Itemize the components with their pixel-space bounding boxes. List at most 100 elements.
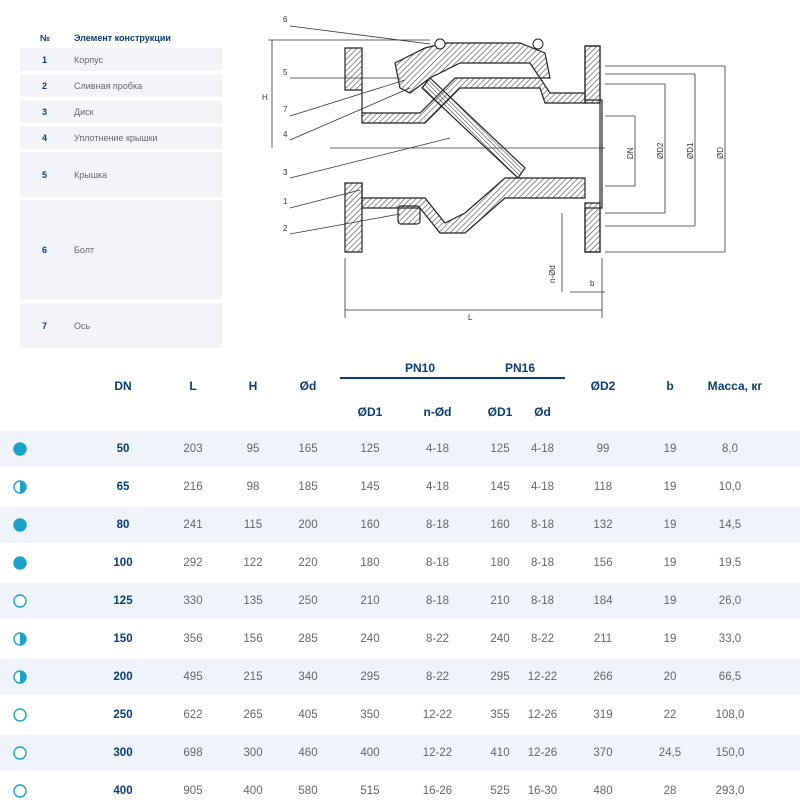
- cell-dn: 200: [113, 671, 133, 683]
- left-flange: [344, 47, 363, 91]
- legend-item-name: Диск: [74, 106, 94, 117]
- cell-h: 122: [243, 557, 263, 569]
- legend-item: 3 Диск: [20, 100, 222, 123]
- cell-mass: 293,0: [715, 785, 745, 797]
- cell-nd_10: 8-18: [425, 519, 450, 531]
- cell-l: 495: [183, 671, 203, 683]
- cell-b: 28: [663, 785, 677, 797]
- cell-h: 265: [243, 709, 263, 721]
- legend-item: 7 Ось: [20, 303, 222, 348]
- availability-empty-icon: [13, 784, 27, 798]
- cell-nd_10: 12-22: [422, 747, 453, 759]
- cell-d_16: 8-18: [530, 595, 555, 607]
- cell-b: 22: [663, 709, 677, 721]
- cell-d_16: 4-18: [530, 481, 555, 493]
- cell-nd_10: 4-18: [425, 481, 450, 493]
- legend-item-num: 1: [42, 54, 48, 65]
- legend-item-name: Ось: [74, 320, 91, 331]
- legend-item-name: Корпус: [74, 54, 104, 65]
- callout-6: 6: [283, 15, 288, 24]
- legend-item-num: 3: [42, 106, 48, 117]
- dim-d1: ØD1: [686, 142, 695, 159]
- pn16-group-label: PN16: [504, 361, 536, 375]
- availability-full-icon: [13, 556, 27, 570]
- cell-od: 405: [298, 709, 318, 721]
- col-mass: Масса, кг: [707, 379, 763, 393]
- legend-item-name: Уплотнение крышки: [74, 132, 158, 143]
- cell-dn: 80: [116, 519, 130, 531]
- cell-dn: 150: [113, 633, 133, 645]
- cell-d_16: 8-18: [530, 557, 555, 569]
- dim-dn: DN: [626, 147, 635, 159]
- cell-nd_10: 4-18: [425, 443, 450, 455]
- cell-od: 220: [298, 557, 318, 569]
- cell-d2: 480: [593, 785, 613, 797]
- cell-b: 19: [663, 557, 677, 569]
- cell-nd_10: 8-22: [425, 671, 450, 683]
- spec-table: PN10 PN16 DN L H Ød ØD2 b Масса, кг ØD1 …: [0, 355, 800, 811]
- cell-mass: 14,5: [718, 519, 742, 531]
- cell-d1_10: 160: [360, 519, 380, 531]
- cell-d1_16: 410: [490, 747, 510, 759]
- cell-d1_16: 180: [490, 557, 510, 569]
- cell-dn: 125: [113, 595, 133, 607]
- cell-od: 580: [298, 785, 318, 797]
- callout-7: 7: [283, 105, 288, 114]
- col-h: H: [248, 379, 258, 393]
- cell-d2: 99: [596, 443, 610, 455]
- cell-d_16: 12-26: [527, 747, 558, 759]
- cell-h: 156: [243, 633, 263, 645]
- cell-d_16: 4-18: [530, 443, 555, 455]
- spec-subheader: ØD1 n-Ød ØD1 Ød: [40, 399, 800, 425]
- cell-d1_10: 400: [360, 747, 380, 759]
- cell-od: 185: [298, 481, 318, 493]
- cell-l: 356: [183, 633, 203, 645]
- dim-nd: n-Ød: [548, 265, 557, 283]
- cell-b: 19: [663, 633, 677, 645]
- cell-mass: 33,0: [718, 633, 742, 645]
- cell-l: 622: [183, 709, 203, 721]
- valve-drawing: 6 5 7 4 3 1 2 H L DN ØD2 ØD1 ØD n-Ød b: [262, 15, 726, 322]
- cell-dn: 65: [116, 481, 130, 493]
- availability-full-icon: [13, 518, 27, 532]
- cell-mass: 26,0: [718, 595, 742, 607]
- cell-l: 330: [183, 595, 203, 607]
- callout-4: 4: [283, 130, 288, 139]
- cell-h: 135: [243, 595, 263, 607]
- cell-dn: 50: [116, 443, 130, 455]
- cell-od: 460: [298, 747, 318, 759]
- cell-d_16: 16-30: [527, 785, 558, 797]
- cell-d2: 156: [593, 557, 613, 569]
- cell-dn: 100: [113, 557, 133, 569]
- cell-b: 20: [663, 671, 677, 683]
- cell-h: 115: [243, 519, 263, 531]
- cell-od: 165: [298, 443, 318, 455]
- cell-d_16: 12-26: [527, 709, 558, 721]
- cell-d1_16: 160: [490, 519, 510, 531]
- col-dn: DN: [114, 379, 132, 393]
- cell-dn: 300: [113, 747, 133, 759]
- callout-5: 5: [283, 68, 288, 77]
- legend-item-num: 7: [42, 320, 48, 331]
- pn10-group-label: PN10: [404, 361, 436, 375]
- cell-d1_16: 210: [490, 595, 510, 607]
- cell-d2: 370: [593, 747, 613, 759]
- callout-1: 1: [283, 197, 288, 206]
- bolt-6: [434, 38, 446, 50]
- legend-item-num: 5: [42, 169, 48, 180]
- cell-l: 905: [183, 785, 203, 797]
- dim-l: L: [468, 313, 473, 322]
- cell-b: 19: [663, 481, 677, 493]
- drain-plug: [397, 205, 421, 225]
- dim-h: H: [262, 93, 268, 102]
- legend-item-num: 2: [42, 80, 48, 91]
- dim-d: ØD: [716, 147, 725, 159]
- col-b: b: [666, 379, 674, 393]
- valve-body: [361, 77, 586, 124]
